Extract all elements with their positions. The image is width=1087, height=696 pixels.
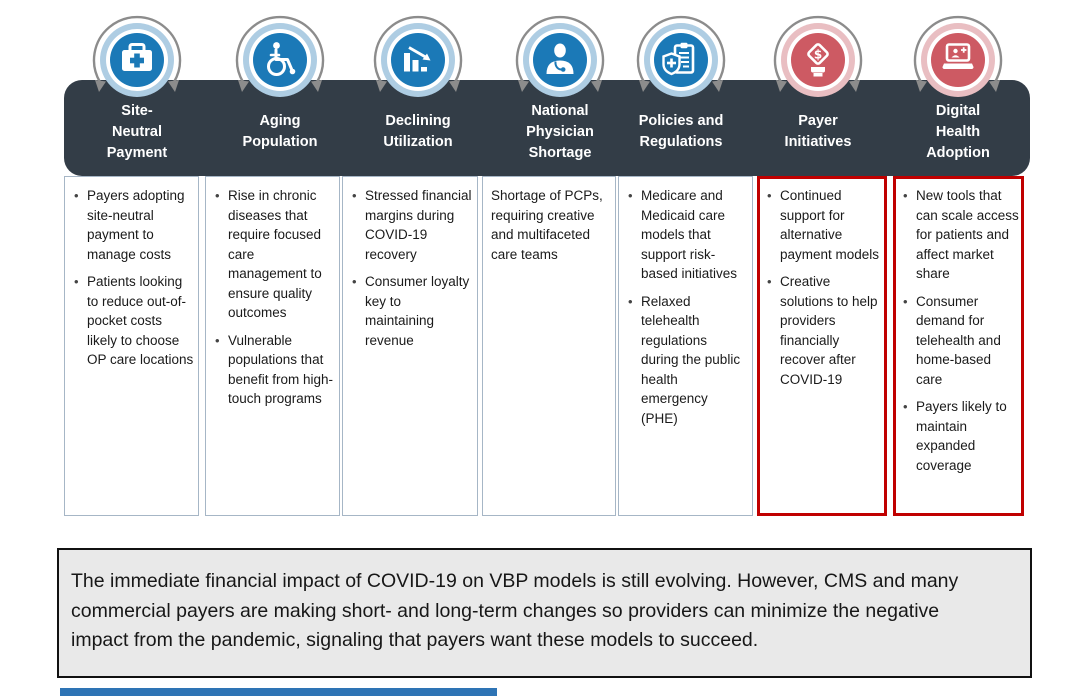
cycle-arrow-icon: [235, 15, 325, 92]
summary-box: The immediate financial impact of COVID-…: [57, 548, 1032, 678]
bullet-item: Consumer loyalty key to maintaining reve…: [350, 272, 473, 350]
cycle-arrow-icon: [913, 15, 1003, 92]
footer-bar: [60, 688, 497, 696]
column-title-aging-population: Aging Population: [210, 92, 350, 172]
column-box-policies-and-regulations: Medicare and Medicaid care models that s…: [618, 176, 753, 516]
bullet-text: Payers adopting site-neutral payment to …: [87, 188, 185, 262]
clipboard-shield-icon: [636, 15, 726, 97]
cycle-arrow-icon: [773, 15, 863, 92]
title-line: Policies and: [638, 113, 724, 129]
bullet-text: Stressed financial margins during COVID-…: [365, 188, 472, 262]
title-line: Digital: [935, 102, 981, 119]
first-aid-kit-icon: [92, 15, 182, 97]
column-box-aging-population: Rise in chronic diseases that require fo…: [205, 176, 340, 516]
title-line: Regulations: [639, 134, 723, 150]
bullet-item: Continued support for alternative paymen…: [765, 186, 882, 264]
title-line: National: [531, 102, 589, 119]
bullet-text: Patients looking to reduce out-of-pocket…: [87, 274, 194, 367]
title-line: Aging: [259, 113, 301, 129]
bullet-text: Vulnerable populations that benefit from…: [228, 332, 334, 407]
column-box-payer-initiatives: Continued support for alternative paymen…: [757, 176, 887, 516]
bullet-text: Creative solutions to help providers fin…: [780, 274, 878, 387]
title-line: Initiatives: [784, 134, 852, 150]
svg-text:$: $: [814, 48, 822, 62]
bullet-text: Rise in chronic diseases that require fo…: [228, 188, 322, 320]
title-line: Population: [242, 134, 318, 150]
bullet-text: Medicare and Medicaid care models that s…: [641, 188, 738, 281]
bullet-item: Payers adopting site-neutral payment to …: [72, 186, 194, 264]
header-band: [64, 80, 1030, 176]
title-line: Physician: [526, 123, 594, 140]
cycle-arrow-icon: [636, 15, 726, 92]
column-box-declining-utilization: Stressed financial margins during COVID-…: [342, 176, 478, 516]
bullet-item: Consumer demand for telehealth and home-…: [901, 292, 1019, 390]
bullet-text: Consumer demand for telehealth and home-…: [916, 293, 1001, 387]
bullet-item: Payers likely to maintain expanded cover…: [901, 397, 1019, 475]
title-line: Payer: [798, 113, 838, 129]
column-box-national-physician-shortage: Shortage of PCPs, requiring creative and…: [482, 176, 616, 516]
bullet-item: Rise in chronic diseases that require fo…: [213, 186, 335, 323]
bullet-item: Vulnerable populations that benefit from…: [213, 331, 335, 409]
title-line: Adoption: [926, 144, 990, 161]
title-line: Shortage: [528, 144, 592, 161]
bullet-item: New tools that can scale access for pati…: [901, 186, 1019, 284]
bullet-item: Creative solutions to help providers fin…: [765, 272, 882, 389]
bullet-text: Consumer loyalty key to maintaining reve…: [365, 274, 470, 348]
bullet-item: Patients looking to reduce out-of-pocket…: [72, 272, 194, 370]
cycle-arrow-icon: [515, 15, 605, 92]
column-text: Shortage of PCPs, requiring creative and…: [491, 188, 603, 262]
wheelchair-icon: [235, 15, 325, 97]
column-title-national-physician-shortage: National Physician Shortage: [490, 92, 630, 172]
bullet-text: New tools that can scale access for pati…: [916, 188, 1019, 281]
title-line: Neutral: [112, 123, 162, 140]
summary-text: The immediate financial impact of COVID-…: [71, 570, 959, 651]
cycle-arrow-icon: [92, 15, 182, 92]
title-line: Payment: [106, 144, 168, 161]
bullet-item: Stressed financial margins during COVID-…: [350, 186, 473, 264]
bullet-item: Relaxed telehealth regulations during th…: [626, 292, 748, 429]
column-title-digital-health-adoption: Digital Health Adoption: [888, 92, 1028, 172]
cycle-arrow-icon: [373, 15, 463, 92]
title-line: Health: [935, 123, 981, 140]
column-box-site-neutral-payment: Payers adopting site-neutral payment to …: [64, 176, 199, 516]
bullet-text: Payers likely to maintain expanded cover…: [916, 399, 1007, 473]
title-line: Utilization: [383, 134, 453, 150]
money-tag-hand-icon: $: [773, 15, 863, 97]
bullet-text: Continued support for alternative paymen…: [780, 188, 880, 262]
column-title-policies-and-regulations: Policies and Regulations: [611, 92, 751, 172]
bullet-item: Medicare and Medicaid care models that s…: [626, 186, 748, 284]
title-line: Site-: [121, 102, 153, 119]
telehealth-laptop-icon: [913, 15, 1003, 97]
declining-bar-chart-icon: [373, 15, 463, 97]
title-line: Declining: [385, 113, 451, 129]
column-title-site-neutral-payment: Site- Neutral Payment: [67, 92, 207, 172]
column-title-declining-utilization: Declining Utilization: [348, 92, 488, 172]
column-title-payer-initiatives: Payer Initiatives: [748, 92, 888, 172]
physician-icon: [515, 15, 605, 97]
bullet-text: Relaxed telehealth regulations during th…: [641, 293, 741, 426]
column-box-digital-health-adoption: New tools that can scale access for pati…: [893, 176, 1024, 516]
